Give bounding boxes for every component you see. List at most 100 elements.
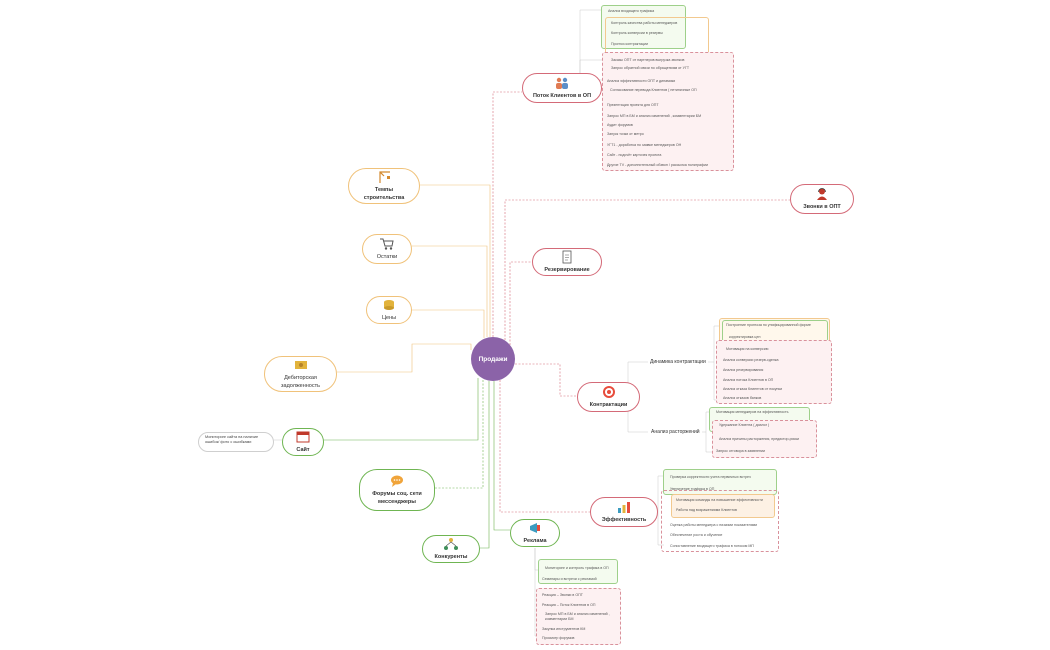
- reklama-red-box: [536, 588, 621, 645]
- operator-icon: [817, 188, 827, 200]
- chat-icon: [391, 475, 403, 488]
- sait-note: Мониторинг сайта на наличие ошибок/ фото…: [198, 432, 274, 452]
- label-debitor: Дебиторская задолженность: [281, 375, 320, 389]
- connector-tseny: [412, 309, 485, 338]
- label-tseny: Цены: [381, 314, 397, 321]
- effekt-red-box: [661, 490, 779, 552]
- connector-effekt-items: [657, 475, 664, 546]
- potok-item-8: Согласование перевода Клиентов ( нетипич…: [610, 88, 697, 92]
- center-node[interactable]: Продажи: [471, 337, 515, 381]
- potok-item-2: Контроль качества работы менеджеров: [611, 21, 678, 25]
- crane-icon: [379, 171, 390, 184]
- label-konkurenty: Конкуренты: [434, 553, 468, 560]
- node-debitor[interactable]: Дебиторская задолженность: [264, 356, 337, 392]
- razt-title: Анализ расторжений: [651, 429, 700, 435]
- potok-item-11: Аудит форумов: [607, 123, 633, 127]
- money-icon: [294, 361, 307, 370]
- dyn-item-2: корректировка цен: [729, 335, 761, 339]
- node-ostatki[interactable]: Остатки: [362, 234, 412, 264]
- label-forumy: Форумы соц. сети мессенджеры: [372, 491, 422, 505]
- connector-konkurenty: [480, 381, 490, 549]
- label-effekt: Эффективность: [601, 516, 647, 523]
- dyn-item-5: Анализ резервирования: [723, 368, 764, 372]
- node-potok[interactable]: Поток Клиентов в ОП: [522, 73, 602, 103]
- razt-red-box: [712, 420, 817, 458]
- effekt-item-2: Увеличение трафика в ОП: [670, 487, 715, 491]
- razt-item-1: Мотивация менеджеров на эффективность: [716, 410, 789, 414]
- people-icon: [556, 77, 568, 89]
- connector-zvonki: [504, 199, 790, 340]
- label-potok: Поток Клиентов в ОП: [532, 92, 592, 99]
- node-rezerv[interactable]: Резервирование: [532, 248, 602, 276]
- coins-icon: [384, 299, 394, 310]
- node-reklama[interactable]: Реклама: [510, 519, 560, 547]
- dyn-item-7: Анализ отказа Клиентов от покупки: [723, 387, 783, 391]
- reklama-item-1: Мониторинг и контроль трафика в ОП: [545, 566, 609, 570]
- connector-debitor: [337, 343, 472, 373]
- dyn-item-4: Анализ конверсии резерв-сделка: [723, 358, 779, 362]
- node-kontraktatsii[interactable]: Контрактации: [577, 382, 640, 412]
- potok-item-3: Контроль конверсии в резервы: [611, 31, 663, 35]
- dyn-item-3: Мотивация на конверсию: [726, 347, 769, 351]
- potok-item-9: Презентация проекта для ОПТ: [607, 103, 659, 107]
- razt-item-3: Анализ причины расторжения, предиктор-ри…: [719, 437, 800, 441]
- potok-item-10: Запрос МП в БМ и анализ изменений , комм…: [607, 114, 702, 118]
- node-sait[interactable]: Сайт: [282, 428, 324, 456]
- potok-red-box: [602, 52, 734, 171]
- razt-item-4: Запрос отговора в заявлении: [716, 449, 765, 453]
- reklama-item-7: Просмотр форумов: [542, 636, 575, 640]
- browser-icon: [296, 431, 310, 443]
- node-effekt[interactable]: Эффективность: [590, 497, 658, 527]
- node-tseny[interactable]: Цены: [366, 296, 412, 324]
- potok-item-13: УГТ1 - доработка по заявке менеджеров ОН: [607, 143, 682, 147]
- dyn-item-1: Построение прогноза по унифицированной ф…: [726, 323, 811, 327]
- network-icon: [444, 537, 458, 550]
- potok-item-5: Заказы ОПТ от партнеров выгрузка звонков: [611, 58, 685, 62]
- megaphone-icon: [530, 522, 540, 533]
- connector-sait: [316, 378, 479, 441]
- label-rezerv: Резервирование: [544, 266, 590, 273]
- reklama-item-4: Реакция – Поток Клиентов в ОП: [542, 603, 596, 607]
- label-temy: Темпы строительства: [363, 187, 405, 201]
- potok-item-1: Анализ входящего трафика: [608, 9, 655, 13]
- reklama-item-2: Семинары и встречи с рекламой: [542, 577, 597, 581]
- label-sait: Сайт: [296, 446, 310, 453]
- label-zvonki: Звонки в ОПТ: [803, 203, 841, 210]
- potok-item-12: Запуск точки от метро: [607, 132, 644, 136]
- effekt-item-1: Проверка корректности учета первичных вс…: [670, 475, 751, 479]
- connector-forumy: [435, 380, 484, 489]
- connector-effekt: [499, 380, 590, 513]
- dynamics-title: Динамика контрактации: [650, 359, 706, 365]
- node-forumy[interactable]: Форумы соц. сети мессенджеры: [359, 469, 435, 511]
- connector-potok: [492, 91, 522, 337]
- label-kontraktatsii: Контрактации: [589, 401, 628, 408]
- dyn-red-box: [716, 340, 832, 404]
- node-zvonki[interactable]: Звонки в ОПТ: [790, 184, 854, 214]
- effekt-yellow-box: [671, 494, 775, 518]
- label-ostatki: Остатки: [376, 253, 398, 260]
- connector-ostatki: [412, 245, 488, 337]
- effekt-item-3: Мотивация команды на повышение эффективн…: [676, 498, 763, 502]
- potok-item-15: Другие ТV - дополнительный обзвон / расс…: [607, 163, 709, 167]
- connector-reklama: [493, 381, 510, 531]
- node-konkurenty[interactable]: Конкуренты: [422, 535, 480, 563]
- dyn-item-6: Анализ потока Клиентов в ОП: [723, 378, 774, 382]
- effekt-item-6: Обеспечение роста и обучение: [670, 533, 723, 537]
- reklama-item-6: Закупка инструментов КМ: [542, 627, 586, 631]
- potok-item-14: Сайт - подсчёт карточек проекта: [607, 153, 662, 157]
- potok-item-7: Анализ эффективности ОПТ и динамики: [607, 79, 676, 83]
- document-icon: [562, 250, 572, 264]
- dyn-item-8: Анализ отказов банков: [723, 396, 762, 400]
- bar-chart-icon: [618, 501, 630, 513]
- connector-rezerv: [509, 261, 532, 345]
- reklama-item-3: Реакция – Звонки в ОПТ: [542, 593, 583, 597]
- connector-kontraktatsii: [515, 363, 577, 397]
- effekt-item-5: Оценка работы менеджера с низкими показа…: [670, 523, 758, 527]
- potok-item-4: Прогноз контрактации: [611, 42, 649, 46]
- potok-green-box: [601, 5, 686, 49]
- effekt-item-4: Работа над возражениями Клиентов: [676, 508, 737, 512]
- target-icon: [602, 385, 615, 398]
- node-temy[interactable]: Темпы строительства: [348, 168, 420, 204]
- cart-icon: [380, 238, 394, 250]
- connector-razt-items: [702, 411, 712, 453]
